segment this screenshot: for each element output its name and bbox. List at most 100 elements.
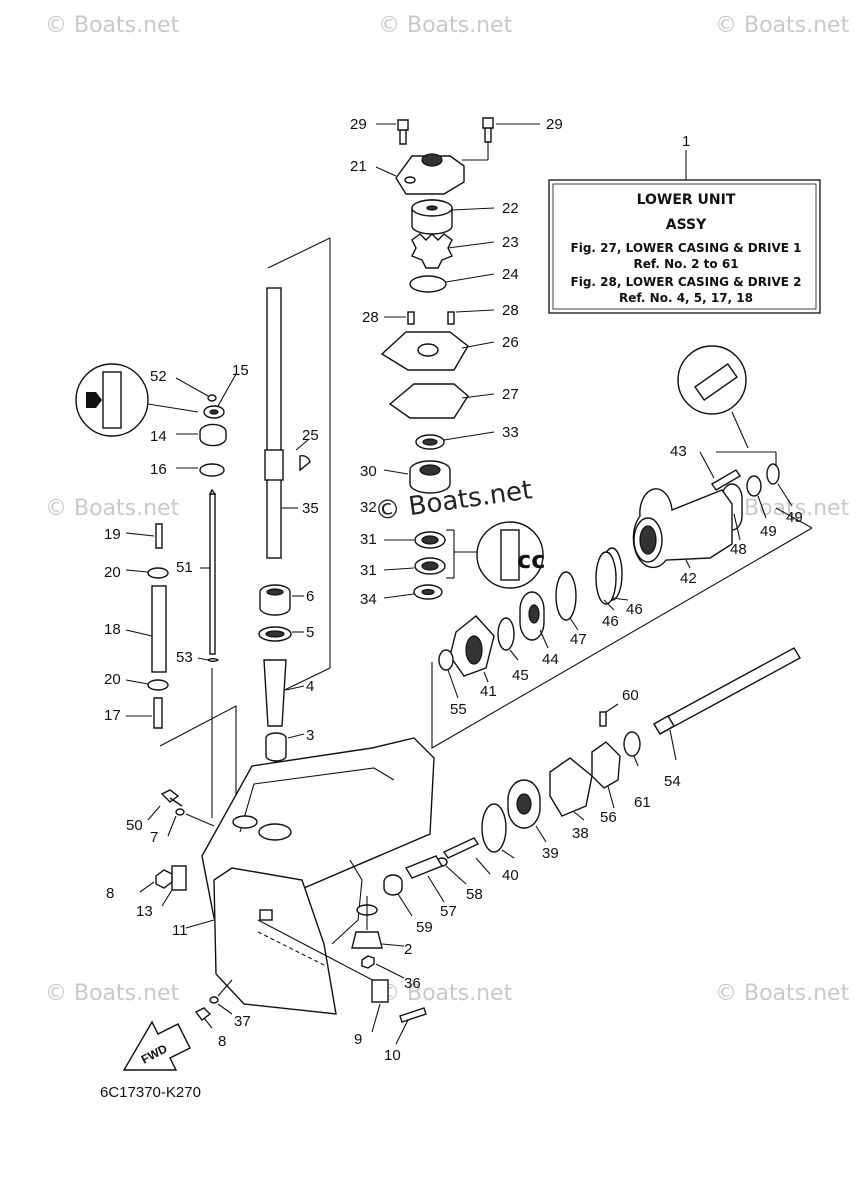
callout-56: 56 (600, 809, 617, 826)
callout-17: 17 (104, 707, 121, 724)
callout-41: 41 (480, 683, 497, 700)
callout-8: 8 (218, 1033, 226, 1050)
pin-60 (599, 711, 607, 727)
oring-47 (555, 571, 577, 621)
callout-16: 16 (150, 461, 167, 478)
box-line-4: Ref. No. 2 to 61 (633, 257, 738, 271)
bolt-12 (399, 1007, 427, 1023)
connector-17 (153, 697, 163, 729)
bolt-29-right (482, 117, 494, 143)
callout-38: 38 (572, 825, 589, 842)
plunger-59 (404, 855, 444, 879)
callout-49: 49 (786, 509, 803, 526)
driveshaft (266, 287, 282, 559)
callout-19: 19 (104, 526, 121, 543)
dowel-28-left (407, 311, 415, 325)
propeller-shaft-group (383, 345, 813, 917)
fwd-arrow: FWD (122, 1020, 191, 1071)
watermark: © Boats.net (45, 981, 180, 1006)
gasket-27 (388, 383, 469, 419)
washer-8-upper (175, 808, 185, 816)
callout-47: 47 (570, 631, 587, 648)
propeller-shaft (653, 647, 801, 735)
watermark: © Boats.net (45, 13, 180, 38)
callout-22: 22 (502, 200, 519, 217)
callout-23: 23 (502, 234, 519, 251)
anode-11 (171, 865, 187, 891)
box-line-5: Fig. 28, LOWER CASING & DRIVE 2 (571, 275, 802, 289)
callout-49: 49 (760, 523, 777, 540)
callout-59: 59 (416, 919, 433, 936)
shift-rod-group (75, 363, 237, 818)
callout-36: 36 (404, 975, 421, 992)
callout-45: 45 (512, 667, 529, 684)
callout-61: 61 (634, 794, 651, 811)
callout-6: 6 (306, 588, 314, 605)
watermark: © Boats.net (378, 13, 513, 38)
nut-37 (361, 955, 375, 969)
callout-51: 51 (176, 559, 193, 576)
bolt-43 (711, 469, 741, 491)
callout-54: 54 (664, 773, 681, 790)
callout-3: 3 (306, 727, 314, 744)
oring-49-a (766, 463, 780, 485)
callout-4: 4 (306, 678, 314, 695)
callout-5: 5 (306, 624, 314, 641)
callout-25: 25 (302, 427, 319, 444)
callout-15: 15 (232, 362, 249, 379)
shift-rod (209, 493, 216, 655)
gasket-24 (409, 275, 447, 293)
box-line-1: LOWER UNIT (637, 192, 736, 208)
callout-57: 57 (440, 903, 457, 920)
diagram-code: 6C17370-K270 (100, 1084, 201, 1101)
clutch-56 (591, 741, 621, 789)
clamp-20-lower (147, 679, 169, 691)
watermark-center: © Boats.net (373, 475, 534, 527)
callout-44: 44 (542, 651, 559, 668)
bolt-29-left (397, 119, 409, 145)
pinion-36 (351, 931, 383, 949)
callout-48: 48 (730, 541, 747, 558)
callout-8: 8 (106, 885, 114, 902)
washer-8-lower (209, 996, 219, 1004)
watermark: © Boats.net (715, 13, 850, 38)
callout-1: 1 (682, 133, 690, 150)
callout-28: 28 (502, 302, 519, 319)
nut-13 (155, 869, 173, 889)
callout-11: 11 (172, 922, 188, 939)
box-line-6: Ref. No. 4, 5, 17, 18 (619, 291, 753, 305)
callout-32: 32 (360, 499, 377, 516)
callout-43: 43 (670, 443, 687, 460)
callout-10: 10 (384, 1047, 401, 1064)
callout-9: 9 (354, 1031, 362, 1048)
callout-35: 35 (302, 500, 319, 517)
box-line-3: Fig. 27, LOWER CASING & DRIVE 1 (571, 241, 802, 255)
callout-46: 46 (602, 613, 619, 630)
callout-31: 31 (360, 562, 377, 579)
callout-2: 2 (404, 941, 412, 958)
callout-53: 53 (176, 649, 193, 666)
impeller (411, 233, 453, 269)
callout-58: 58 (466, 886, 483, 903)
sleeve-4 (263, 659, 287, 727)
bearing-3 (265, 732, 287, 762)
gear-38 (549, 757, 593, 817)
spring-58 (442, 837, 480, 859)
callout-33: 33 (502, 424, 519, 441)
cam-50 (383, 874, 403, 896)
dowel-28-right (447, 311, 455, 325)
callout-27: 27 (502, 386, 519, 403)
callout-20: 20 (104, 671, 121, 688)
bolt-9 (194, 1007, 212, 1021)
water-pump-assembly: ᴄᴄ (375, 117, 545, 600)
title-box: 1 LOWER UNIT ASSY Fig. 27, LOWER CASING … (548, 133, 821, 314)
connector-19 (155, 523, 163, 549)
callout-26: 26 (502, 334, 519, 351)
callout-31: 31 (360, 531, 377, 548)
callout-30: 30 (360, 463, 377, 480)
callout-60: 60 (622, 687, 639, 704)
callout-7: 7 (150, 829, 158, 846)
callout-29: 29 (546, 116, 563, 133)
